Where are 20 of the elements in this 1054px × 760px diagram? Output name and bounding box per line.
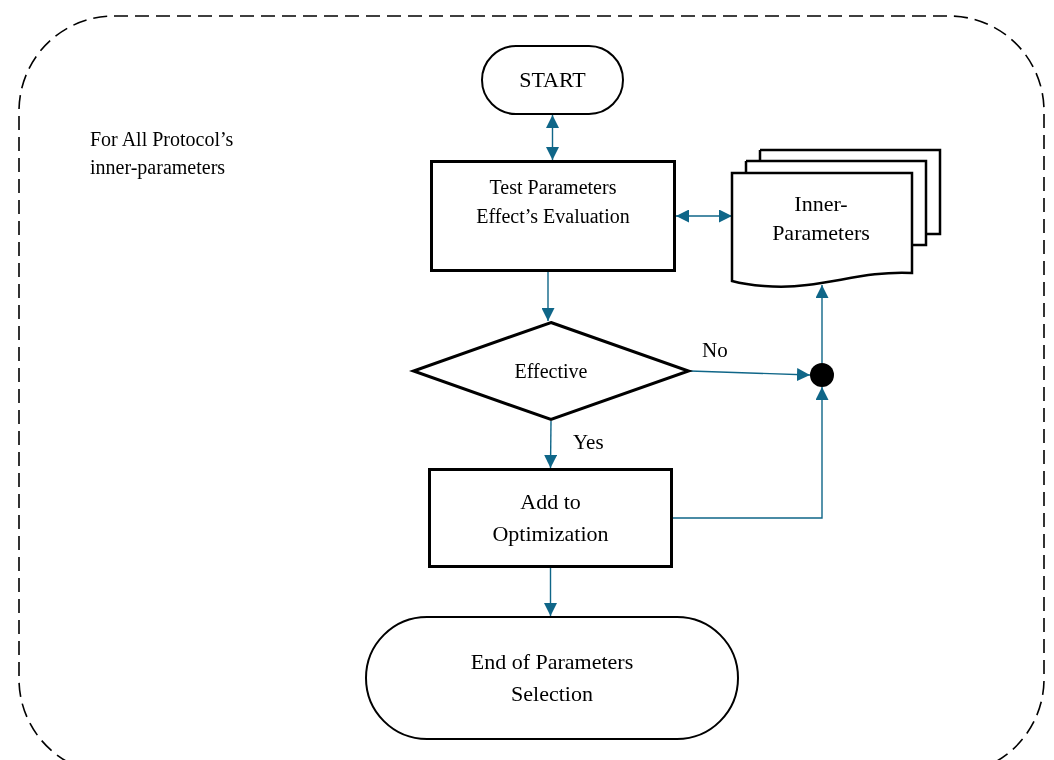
- decision-diamond: [412, 321, 690, 421]
- process-box: [430, 160, 676, 272]
- arrow: [672, 386, 829, 519]
- arrow: [815, 284, 829, 364]
- document-stack-shape: [732, 150, 941, 285]
- arrow: [689, 368, 811, 382]
- node-label: Add to Optimization: [491, 488, 610, 548]
- arrow: [541, 271, 555, 322]
- arrow: [544, 567, 557, 617]
- arrow: [675, 209, 733, 223]
- node-label: START: [519, 65, 586, 94]
- node-label: Test Parameters Effect’s Evaluation: [475, 175, 631, 229]
- node-label: Effective: [514, 359, 588, 384]
- arrow: [546, 114, 559, 161]
- junction-dot: [810, 363, 834, 387]
- node-label: Inner-Parameters: [771, 189, 871, 247]
- process-box: [428, 468, 673, 568]
- node-label: End of Parameters Selection: [469, 648, 635, 708]
- arrow: [544, 420, 558, 469]
- scope-note: For All Protocol’s inner-parameters: [90, 127, 235, 181]
